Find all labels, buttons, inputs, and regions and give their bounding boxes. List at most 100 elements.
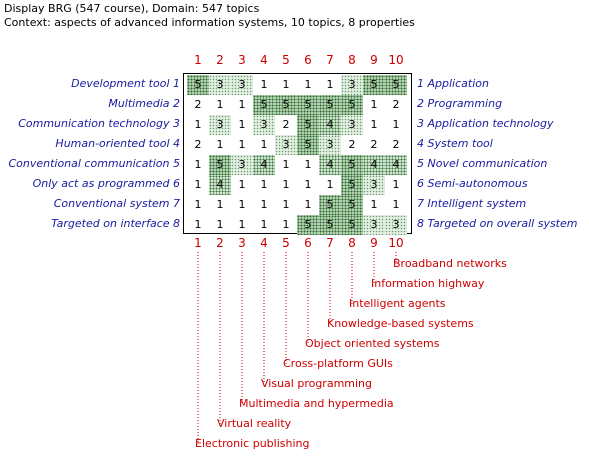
rating-cell-r8-c3: 1	[238, 218, 246, 231]
column-number-top-5: 5	[282, 53, 290, 67]
rating-cell-r2-c7: 5	[319, 95, 341, 115]
column-number-bottom-3: 3	[238, 236, 246, 250]
rating-cell-r3-c7: 4	[319, 115, 341, 135]
rating-cell-r1-c7: 1	[326, 78, 334, 91]
left-pole-3: Communication technology 3	[18, 117, 180, 130]
rating-cell-r8-c5: 1	[282, 218, 290, 231]
rating-cell-r6-c5: 1	[282, 178, 290, 191]
rating-cell-r1-c9: 5	[363, 75, 385, 95]
element-label-3: Multimedia and hypermedia	[239, 397, 394, 410]
rating-cell-r6-c7: 1	[326, 178, 334, 191]
rating-cell-r7-c9: 1	[370, 198, 378, 211]
column-number-bottom-6: 6	[304, 236, 312, 250]
rating-cell-r6-c9: 3	[363, 175, 385, 195]
rating-cell-r1-c10: 5	[385, 75, 407, 95]
right-pole-4: 4 System tool	[417, 137, 493, 150]
rating-cell-r7-c10: 1	[392, 198, 400, 211]
rating-cell-r8-c8: 5	[341, 215, 363, 235]
rating-cell-r1-c4: 1	[260, 78, 268, 91]
rating-cell-r5-c6: 1	[304, 158, 312, 171]
rating-cell-r4-c4: 1	[260, 138, 268, 151]
right-pole-3: 3 Application technology	[417, 117, 554, 130]
rating-cell-r2-c6: 5	[297, 95, 319, 115]
column-number-bottom-1: 1	[194, 236, 202, 250]
rating-cell-r8-c2: 1	[216, 218, 224, 231]
rating-cell-r6-c6: 1	[304, 178, 312, 191]
element-label-10: Broadband networks	[393, 257, 507, 270]
rating-cell-r5-c4: 4	[253, 155, 275, 175]
column-number-bottom-10: 10	[388, 236, 404, 250]
rating-cell-r7-c1: 1	[194, 198, 202, 211]
rating-cell-r7-c6: 1	[304, 198, 312, 211]
left-pole-1: Development tool 1	[71, 77, 180, 90]
column-number-top-2: 2	[216, 53, 224, 67]
right-pole-6: 6 Semi-autonomous	[417, 177, 528, 190]
rating-cell-r2-c1: 2	[194, 98, 202, 111]
left-pole-5: Conventional communication 5	[8, 157, 180, 170]
left-pole-7: Conventional system 7	[53, 197, 180, 210]
rating-cell-r2-c9: 1	[370, 98, 378, 111]
rating-cell-r1-c2: 3	[209, 75, 231, 95]
rating-cell-r4-c6: 5	[297, 135, 319, 155]
rating-cell-r7-c2: 1	[216, 198, 224, 211]
rating-cell-r6-c8: 5	[341, 175, 363, 195]
rating-cell-r6-c3: 1	[238, 178, 246, 191]
rating-cell-r4-c9: 2	[370, 138, 378, 151]
rating-cell-r8-c1: 1	[194, 218, 202, 231]
column-number-bottom-2: 2	[216, 236, 224, 250]
left-pole-8: Targeted on interface 8	[51, 217, 180, 230]
element-label-7: Knowledge-based systems	[327, 317, 474, 330]
rating-cell-r2-c5: 5	[275, 95, 297, 115]
rating-cell-r1-c1: 5	[187, 75, 209, 95]
rating-cell-r3-c3: 1	[238, 118, 246, 131]
rating-cell-r8-c10: 3	[385, 215, 407, 235]
rating-cell-r3-c2: 3	[209, 115, 231, 135]
left-pole-4: Human-oriented tool 4	[55, 137, 180, 150]
rating-cell-r3-c1: 1	[194, 118, 202, 131]
rating-cell-r7-c8: 5	[341, 195, 363, 215]
rating-cell-r3-c5: 2	[282, 118, 290, 131]
element-label-2: Virtual reality	[217, 417, 292, 430]
left-pole-6: Only act as programmed 6	[32, 177, 180, 190]
rating-cell-r5-c10: 4	[385, 155, 407, 175]
rating-cell-r8-c9: 3	[363, 215, 385, 235]
context-description: Context: aspects of advanced information…	[4, 16, 415, 29]
column-number-bottom-9: 9	[370, 236, 378, 250]
column-number-top-1: 1	[194, 53, 202, 67]
element-label-4: Visual programming	[261, 377, 373, 390]
rating-cell-r4-c10: 2	[392, 138, 400, 151]
rating-cell-r6-c4: 1	[260, 178, 268, 191]
rating-cell-r2-c3: 1	[238, 98, 246, 111]
rating-cell-r2-c8: 5	[341, 95, 363, 115]
right-pole-7: 7 Intelligent system	[417, 197, 527, 210]
element-label-9: Information highway	[371, 277, 485, 290]
rating-cell-r3-c6: 5	[297, 115, 319, 135]
column-number-top-10: 10	[388, 53, 404, 67]
rating-cell-r4-c7: 3	[319, 135, 341, 155]
rating-cell-r8-c4: 1	[260, 218, 268, 231]
column-number-bottom-5: 5	[282, 236, 290, 250]
element-label-1: Electronic publishing	[195, 437, 310, 450]
column-number-top-6: 6	[304, 53, 312, 67]
element-label-6: Object oriented systems	[305, 337, 440, 350]
rating-cell-r5-c2: 5	[209, 155, 231, 175]
column-number-bottom-8: 8	[348, 236, 356, 250]
rating-cell-r2-c10: 2	[392, 98, 400, 111]
rating-cell-r5-c3: 3	[231, 155, 253, 175]
rating-cell-r8-c6: 5	[297, 215, 319, 235]
rating-cell-r4-c1: 2	[194, 138, 202, 151]
column-number-top-3: 3	[238, 53, 246, 67]
rating-cell-r5-c8: 5	[341, 155, 363, 175]
rating-cell-r7-c5: 1	[282, 198, 290, 211]
rating-cell-r4-c8: 2	[348, 138, 356, 151]
display-title: Display BRG (547 course), Domain: 547 to…	[4, 2, 260, 15]
rating-cell-r7-c7: 5	[319, 195, 341, 215]
element-label-8: Intelligent agents	[349, 297, 446, 310]
right-pole-8: 8 Targeted on overall system	[417, 217, 578, 230]
rating-cell-r3-c9: 1	[370, 118, 378, 131]
rating-cell-r3-c8: 3	[341, 115, 363, 135]
rating-cell-r4-c3: 1	[238, 138, 246, 151]
